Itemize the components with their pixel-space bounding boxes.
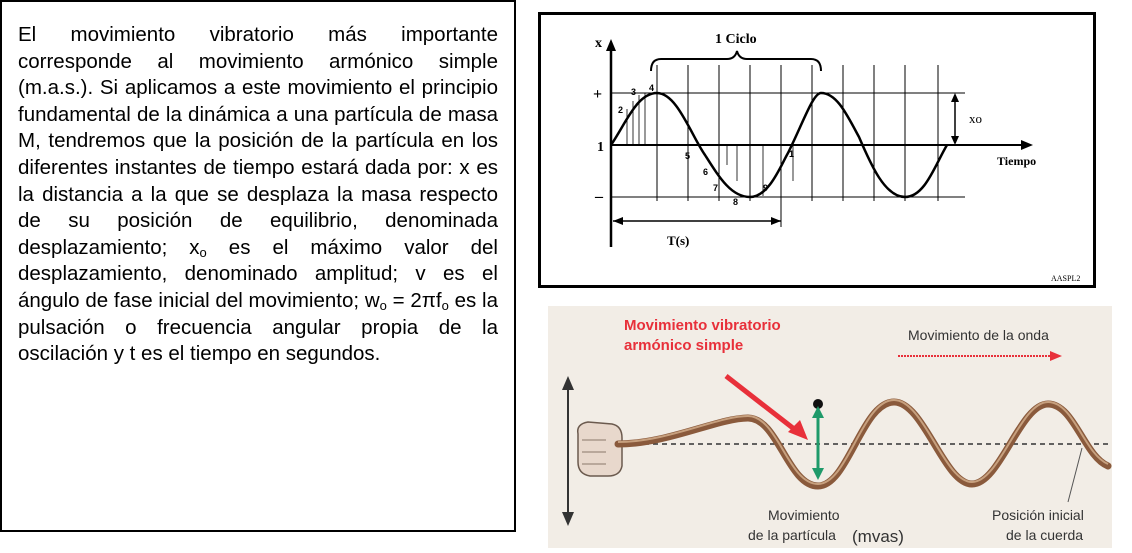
- particle-dot: [813, 399, 823, 409]
- point-numbers: 2 3 4 5 6 7 8 9 1: [618, 83, 794, 207]
- paragraph-part-4: es la pulsación o frecuencia angular pro…: [18, 288, 498, 366]
- mvas-label: (mvas): [852, 527, 904, 546]
- particle-label-line2: de la partícula: [748, 527, 836, 543]
- particle-label-line1: Movimiento: [768, 507, 840, 523]
- plus-label: +: [593, 86, 602, 103]
- point-number: 5: [685, 151, 690, 161]
- amplitude-label: xo: [969, 111, 982, 126]
- subscript-o: o: [441, 297, 449, 313]
- time-label: Tiempo: [997, 154, 1036, 168]
- wave-title-line1: Movimiento vibratorio: [624, 317, 781, 334]
- hand-image: [576, 421, 623, 477]
- subscript-o: o: [379, 297, 387, 313]
- watermark: AASPL2: [1051, 274, 1080, 283]
- paragraph-part-2: es el máximo valor del desplazamiento, d…: [18, 235, 498, 312]
- point-number: 4: [649, 83, 654, 93]
- time-axis-arrow: [1021, 140, 1033, 150]
- point-number: 7: [713, 183, 718, 193]
- point-number: 8: [733, 197, 738, 207]
- y-axis-label: x: [595, 36, 602, 51]
- paragraph-part-3: = 2πf: [386, 288, 442, 312]
- pointer-arrow: [724, 374, 800, 434]
- cycle-label: 1 Ciclo: [715, 32, 757, 47]
- rest-label-leader: [1067, 447, 1083, 503]
- rope-wave: [614, 398, 1112, 490]
- sine-curve: [609, 91, 949, 199]
- period-label: T(s): [667, 233, 689, 248]
- point-number: 1: [789, 149, 794, 159]
- rest-label-line2: de la cuerda: [1006, 527, 1083, 543]
- point-number: 3: [631, 87, 636, 97]
- wave-direction-label: Movimiento de la onda: [908, 327, 1049, 343]
- paragraph-part-1: El movimiento vibratorio más importante …: [18, 23, 498, 259]
- wave-illustration: Movimiento vibratorio armónico simple Mo…: [548, 306, 1112, 548]
- subscript-o: o: [199, 244, 207, 260]
- point-number: 2: [618, 105, 623, 115]
- grid-lines: [611, 65, 1025, 201]
- shm-graph: 1 Ciclo xo T(s) x + 1 – Tiempo 2 3 4 5 6…: [538, 12, 1096, 288]
- y-axis-arrow: [606, 39, 616, 51]
- text-box: El movimiento vibratorio más importante …: [0, 0, 516, 532]
- one-label: 1: [597, 140, 604, 155]
- rest-label-line1: Posición inicial: [992, 507, 1084, 523]
- point-number: 9: [763, 183, 768, 193]
- wave-title-line2: armónico simple: [624, 337, 743, 354]
- point-number: 6: [703, 167, 708, 177]
- minus-label: –: [594, 188, 604, 205]
- cycle-brace: [650, 50, 822, 72]
